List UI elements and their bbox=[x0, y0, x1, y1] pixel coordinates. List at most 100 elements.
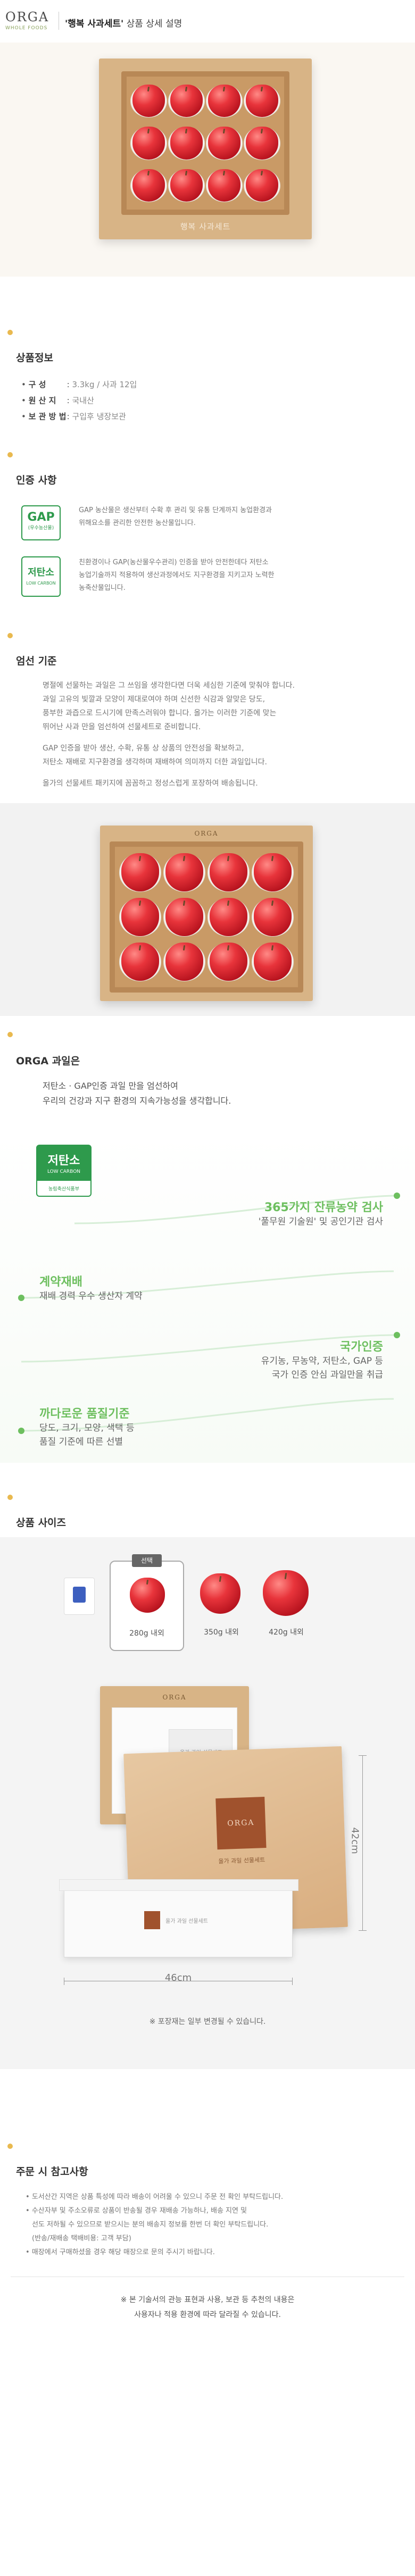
apple-tray bbox=[121, 71, 289, 215]
gap-description: GAP 농산물은 생산부터 수확 후 관리 및 유통 단계까지 농업환경과 위해… bbox=[79, 506, 272, 527]
dimension-height: 42cm bbox=[350, 1755, 369, 1931]
apple bbox=[132, 127, 165, 160]
gift-box-open: ORGA bbox=[100, 826, 313, 1001]
section-dot bbox=[7, 1495, 13, 1500]
page-title-rest: 상품 상세 설명 bbox=[126, 19, 182, 29]
apple bbox=[121, 943, 160, 981]
apple bbox=[170, 127, 203, 160]
orga-intro: 저탄소 · GAP인증 과일 만을 엄선하여 우리의 건강과 지구 환경의 지속… bbox=[43, 1081, 231, 1106]
notice-item: 선도 저하될 수 있으므로 받으시는 분의 배송지 정보를 한번 더 확인 부탁… bbox=[32, 2221, 269, 2229]
step-residue-test: 365가지 잔류농약 검사 '풀무원 기술원' 및 공인기관 검사 bbox=[258, 1201, 383, 1227]
brand-logo: ORGA bbox=[5, 10, 49, 24]
brand-logo-sub: WHOLE FOODS bbox=[5, 26, 48, 31]
section-title-sizes: 상품 사이즈 bbox=[16, 1517, 67, 1529]
apple bbox=[170, 85, 203, 118]
size-compare-band: 선택 280g 내외 350g 내외 420g 내외 ORGA 올가 과일 선물… bbox=[0, 1537, 415, 2069]
step-contract-farming: 계약재배 재배 경력 우수 생산자 계약 bbox=[39, 1276, 143, 1302]
apple bbox=[253, 943, 292, 981]
section-dot bbox=[7, 2144, 13, 2149]
apple bbox=[165, 853, 204, 891]
dimension-width: 46cm bbox=[64, 1972, 293, 1989]
section-title-certification: 인증 사항 bbox=[16, 474, 57, 486]
info-row: • 보 관 방 법: 구입후 냉장보관 bbox=[21, 412, 126, 421]
section-title-selection: 엄선 기준 bbox=[16, 655, 57, 667]
apple bbox=[170, 169, 203, 202]
apple-medium-icon bbox=[200, 1573, 240, 1614]
selection-section: 엄선 기준 명절에 선물하는 과일은 그 쓰임을 생각한다면 더욱 세심한 기준… bbox=[0, 633, 415, 793]
kraft-box-label: ORGA bbox=[215, 1797, 267, 1850]
white-gift-box: 올가 과일 선물세트 bbox=[59, 1879, 298, 1957]
apple bbox=[165, 898, 204, 936]
gap-badge: GAP (우수농산물) bbox=[21, 505, 61, 540]
section-dot bbox=[7, 1032, 13, 1037]
notice-item: • 매장에서 구매하셨을 경우 해당 매장으로 문의 주시기 바랍니다. bbox=[26, 2248, 215, 2256]
apple bbox=[253, 853, 292, 891]
apple bbox=[209, 898, 248, 936]
info-row: • 원 산 지: 국내산 bbox=[21, 396, 94, 405]
apple bbox=[208, 127, 241, 160]
dimension-width-label: 46cm bbox=[164, 1972, 192, 1983]
selected-tag: 선택 bbox=[132, 1554, 162, 1567]
apple-tray bbox=[110, 841, 303, 993]
section-dot bbox=[7, 330, 13, 335]
apple bbox=[245, 127, 279, 160]
timeline-curve bbox=[21, 1195, 394, 1432]
info-rows: • 구 성: 3.3kg / 사과 12입 • 원 산 지: 국내산 • 보 관… bbox=[21, 377, 137, 424]
step-national-cert: 국가인증 유기농, 무농약, 저탄소, GAP 등 국가 인증 안심 과일만을 … bbox=[261, 1340, 383, 1380]
apple bbox=[253, 898, 292, 936]
hero-image: 행복 사과세트 bbox=[0, 43, 415, 277]
section-dot bbox=[7, 452, 13, 457]
apple bbox=[209, 853, 248, 891]
section-title-product-info: 상품정보 bbox=[16, 352, 53, 364]
step-quality-standard: 까다로운 품질기준 당도, 크기, 모양, 색택 등 품질 기준에 따른 선별 bbox=[39, 1407, 135, 1447]
timeline-dot bbox=[18, 1428, 24, 1434]
section-title-orga: ORGA 과일은 bbox=[16, 1055, 80, 1067]
apple bbox=[121, 853, 160, 891]
product-info-section: 상품정보 • 구 성: 3.3kg / 사과 12입 • 원 산 지: 국내산 … bbox=[0, 330, 415, 421]
low-carbon-mark: 저탄소 LOW CARBON 농림축산식품부 bbox=[36, 1145, 92, 1197]
box-photo-band: ORGA bbox=[0, 803, 415, 1016]
process-timeline: 저탄소 LOW CARBON 농림축산식품부 365가지 잔류농약 검사 '풀무… bbox=[0, 1133, 415, 1463]
section-title-notice: 주문 시 참고사항 bbox=[16, 2166, 88, 2178]
size-option-420g[interactable]: 420g 내외 bbox=[254, 1561, 318, 1651]
page-title: '행복 사과세트' 상품 상세 설명 bbox=[65, 19, 182, 29]
size-label: 280g 내외 bbox=[129, 1629, 164, 1638]
product-name-text: 행복 사과세트 bbox=[68, 19, 121, 29]
section-dot bbox=[7, 633, 13, 638]
selection-text: 명절에 선물하는 과일은 그 쓰임을 생각한다면 더욱 세심한 기준에 맞춰야 … bbox=[43, 681, 295, 788]
apple bbox=[208, 169, 241, 202]
size-label: 420g 내외 bbox=[269, 1628, 304, 1637]
apple-small-icon bbox=[130, 1578, 165, 1613]
timeline-dot bbox=[394, 1193, 400, 1199]
size-option-350g[interactable]: 350g 내외 bbox=[189, 1561, 253, 1651]
gift-box-hero: 행복 사과세트 bbox=[99, 59, 312, 239]
apple bbox=[245, 85, 279, 118]
hero-caption: 행복 사과세트 bbox=[180, 222, 231, 231]
notice-item: (반송/재배송 택배비용: 고객 부담) bbox=[32, 2235, 131, 2242]
product-name: ' bbox=[65, 19, 68, 29]
apple bbox=[245, 169, 279, 202]
apple bbox=[208, 85, 241, 118]
notice-section: 주문 시 참고사항 • 도서산간 지역은 상품 특성에 따라 배송이 어려울 수… bbox=[0, 2144, 415, 2558]
timeline-dot bbox=[18, 1295, 24, 1301]
apple bbox=[132, 169, 165, 202]
box-lid-logo: ORGA bbox=[194, 830, 219, 837]
sizes-section: 상품 사이즈 선택 280g 내외 350g 내외 420g 내외 ORGA 올… bbox=[0, 1495, 415, 2069]
apple-large-icon bbox=[263, 1570, 309, 1616]
certification-section: 인증 사항 GAP (우수농산물) GAP 농산물은 생산부터 수확 후 관리 … bbox=[0, 452, 415, 612]
apple bbox=[132, 85, 165, 118]
size-reference-card bbox=[64, 1578, 95, 1615]
size-option-280g[interactable]: 선택 280g 내외 bbox=[110, 1554, 184, 1651]
orga-section: ORGA 과일은 저탄소 · GAP인증 과일 만을 엄선하여 우리의 건강과 … bbox=[0, 1032, 415, 1117]
header: ORGA WHOLE FOODS '행복 사과세트' 상품 상세 설명 bbox=[0, 0, 415, 43]
dimension-height-label: 42cm bbox=[349, 1827, 361, 1854]
notice-item: • 수산자부 및 주소오류로 상품이 반송될 경우 재배송 가능하나, 배송 지… bbox=[26, 2207, 247, 2215]
low-carbon-badge: 저탄소 LOW CARBON bbox=[21, 556, 61, 597]
apple bbox=[165, 943, 204, 981]
info-row: • 구 성: 3.3kg / 사과 12입 bbox=[21, 380, 137, 389]
timeline-dot bbox=[394, 1332, 400, 1338]
apple bbox=[209, 943, 248, 981]
packaging-note: ※ 포장재는 일부 변경될 수 있습니다. bbox=[149, 2018, 266, 2026]
disclaimer: ※ 본 기술서의 관능 표현과 사용, 보관 등 추천의 내용은 사용자나 적용… bbox=[120, 2296, 295, 2319]
size-label: 350g 내외 bbox=[204, 1628, 239, 1637]
